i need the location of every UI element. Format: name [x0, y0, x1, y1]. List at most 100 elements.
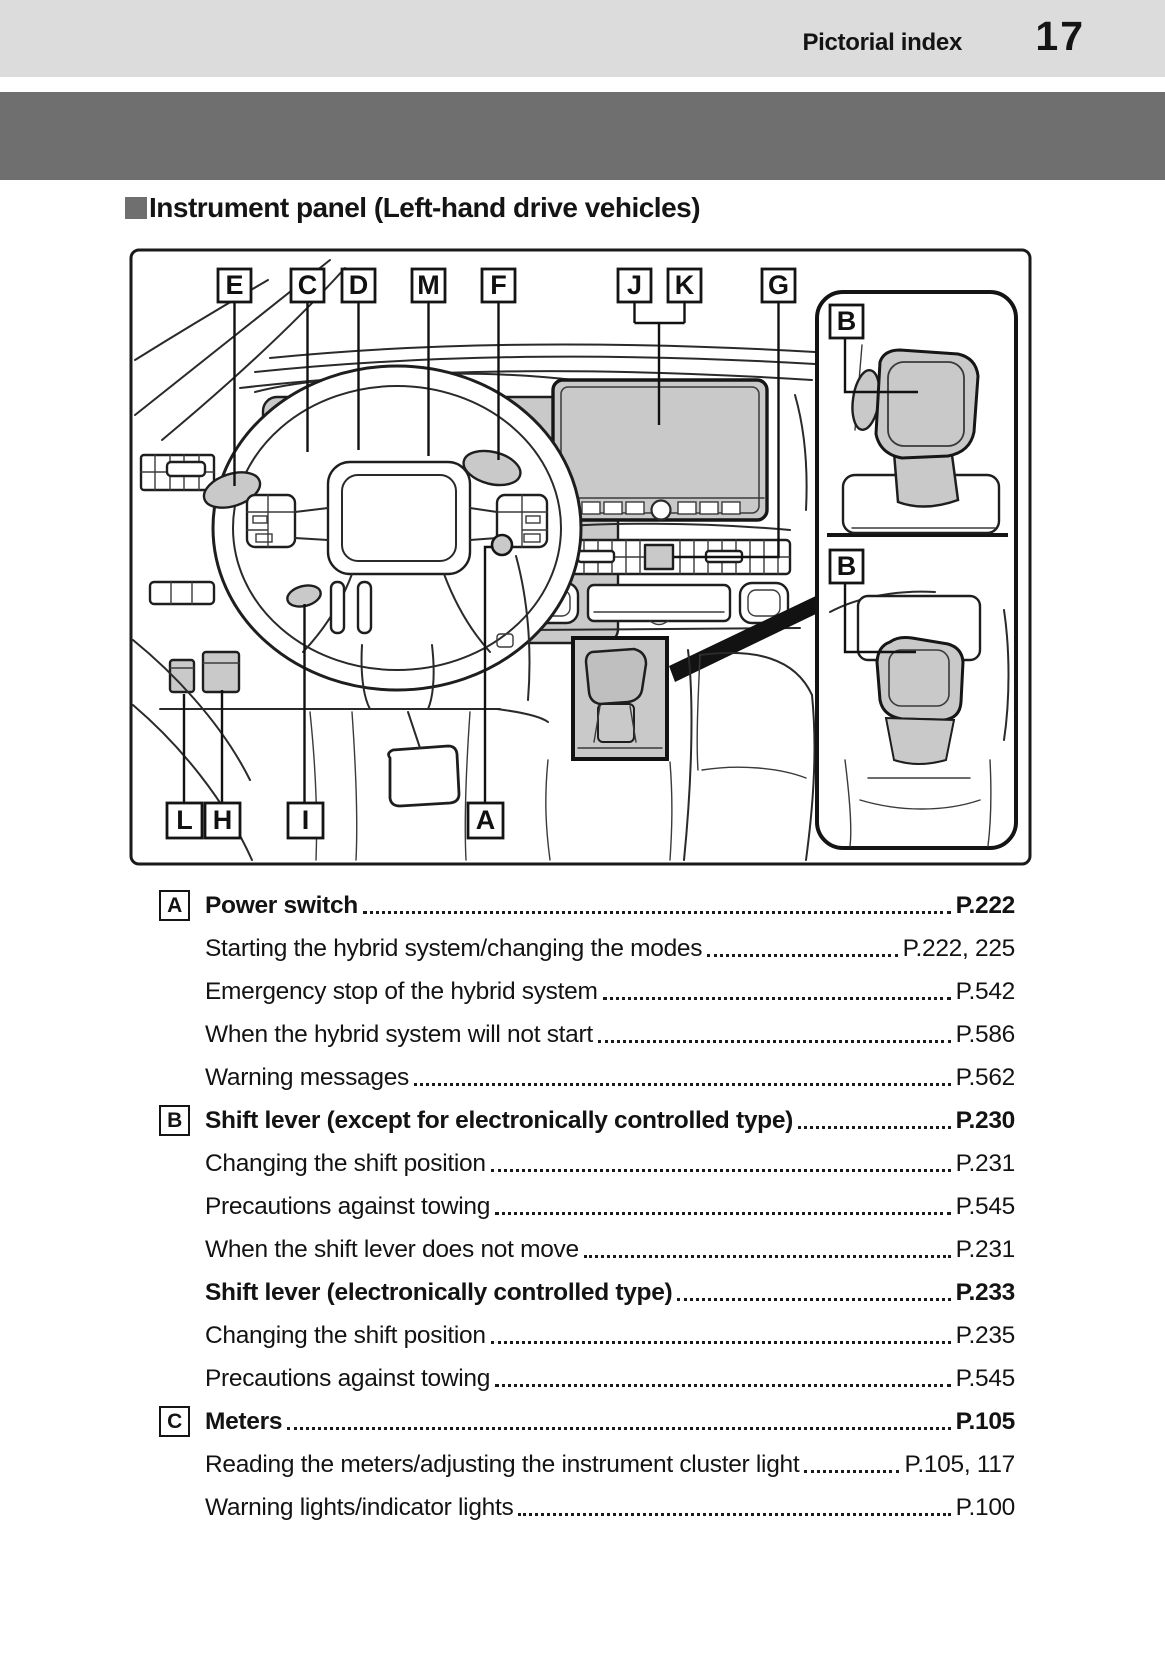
- section-heading: Instrument panel (Left-hand drive vehicl…: [125, 192, 701, 224]
- dot-leader: [287, 1427, 951, 1430]
- dot-leader: [707, 954, 898, 957]
- dot-leader: [518, 1513, 951, 1516]
- index-entry-label: Changing the shift position: [205, 1321, 486, 1349]
- callout-label-K: K: [666, 267, 703, 304]
- dot-leader: [602, 997, 951, 1000]
- svg-text:I: I: [302, 805, 310, 835]
- page-reference: P.105, 117: [904, 1450, 1015, 1478]
- index-row: Shift lever (electronically controlled t…: [159, 1271, 1015, 1314]
- svg-text:A: A: [476, 805, 496, 835]
- dot-leader: [804, 1470, 900, 1473]
- callout-label-E: E: [216, 267, 253, 304]
- svg-text:G: G: [768, 270, 789, 300]
- page-reference: P.231: [955, 1235, 1016, 1263]
- index-letter-box: A: [159, 890, 190, 921]
- index-row: C Meters P.105: [159, 1400, 1015, 1443]
- svg-text:J: J: [627, 270, 642, 300]
- svg-text:C: C: [298, 270, 318, 300]
- page-reference: P.222, 225: [902, 934, 1016, 962]
- index-entry-label: Shift lever (electronically controlled t…: [205, 1278, 673, 1306]
- dot-leader: [495, 1384, 951, 1387]
- page-reference: P.545: [955, 1364, 1016, 1392]
- index-entry-label: Precautions against towing: [205, 1192, 491, 1220]
- magnifier-beam: [669, 594, 820, 682]
- callout-label-B-upper: B: [828, 303, 865, 340]
- page-number: 17: [1035, 13, 1085, 59]
- callout-label-J: J: [616, 267, 653, 304]
- page-reference: P.230: [955, 1106, 1016, 1134]
- index-entry-label: Precautions against towing: [205, 1364, 491, 1392]
- chapter-tab-band: [0, 92, 1165, 180]
- dot-leader: [414, 1083, 951, 1086]
- square-bullet-icon: [125, 197, 147, 219]
- index-row: Changing the shift position P.231: [159, 1142, 1015, 1185]
- index-row: Reading the meters/adjusting the instrum…: [159, 1443, 1015, 1486]
- dashboard-line-art: [132, 259, 820, 861]
- index-row: Emergency stop of the hybrid system P.54…: [159, 970, 1015, 1013]
- index-entry-label: When the hybrid system will not start: [205, 1020, 593, 1048]
- svg-text:B: B: [837, 551, 857, 581]
- index-entry-label: Reading the meters/adjusting the instrum…: [205, 1450, 800, 1478]
- svg-text:K: K: [675, 270, 695, 300]
- callout-label-F: F: [480, 267, 517, 304]
- page-reference: P.235: [955, 1321, 1016, 1349]
- index-row: Warning messages P.562: [159, 1056, 1015, 1099]
- index-entry-label: Changing the shift position: [205, 1149, 486, 1177]
- index-row: Precautions against towing P.545: [159, 1185, 1015, 1228]
- index-row: Precautions against towing P.545: [159, 1357, 1015, 1400]
- index-entry-label: Power switch: [205, 891, 358, 919]
- svg-text:M: M: [417, 270, 440, 300]
- shift-lever-art-lower: [829, 590, 1010, 847]
- index-row: Changing the shift position P.235: [159, 1314, 1015, 1357]
- index-entry-label: Warning messages: [205, 1063, 409, 1091]
- callout-label-D: D: [340, 267, 377, 304]
- dot-leader: [583, 1255, 951, 1258]
- dot-leader: [495, 1212, 951, 1215]
- callout-labels: E C D M F J K G B B L H I A: [165, 267, 865, 840]
- section-title: Instrument panel (Left-hand drive vehicl…: [149, 192, 701, 223]
- dot-leader: [362, 911, 951, 914]
- svg-text:B: B: [837, 306, 857, 336]
- index-row: A Power switch P.222: [159, 884, 1015, 927]
- page-header-bar: Pictorial index 17: [0, 0, 1165, 77]
- callout-label-G: G: [760, 267, 797, 304]
- callout-label-M: M: [410, 267, 447, 304]
- page-reference: P.231: [955, 1149, 1016, 1177]
- index-row: When the shift lever does not move P.231: [159, 1228, 1015, 1271]
- svg-text:F: F: [490, 270, 507, 300]
- svg-text:E: E: [225, 270, 243, 300]
- index-row: When the hybrid system will not start P.…: [159, 1013, 1015, 1056]
- shift-lever-inset-panel: [815, 290, 1018, 850]
- callout-label-H: H: [203, 801, 242, 840]
- dot-leader: [490, 1169, 951, 1172]
- instrument-panel-diagram: E C D M F J K G B B L H I A: [129, 248, 1032, 866]
- page-reference: P.105: [955, 1407, 1016, 1435]
- index-row: B Shift lever (except for electronically…: [159, 1099, 1015, 1142]
- callout-label-A: A: [466, 801, 505, 840]
- index-row: Warning lights/indicator lights P.100: [159, 1486, 1015, 1529]
- callout-label-B-lower: B: [828, 548, 865, 585]
- svg-text:L: L: [176, 805, 193, 835]
- page-reference: P.545: [955, 1192, 1016, 1220]
- page-header-title: Pictorial index: [802, 29, 962, 56]
- callout-label-I: I: [286, 801, 325, 840]
- page-reference: P.100: [955, 1493, 1016, 1521]
- index-entry-label: Warning lights/indicator lights: [205, 1493, 514, 1521]
- svg-text:D: D: [349, 270, 369, 300]
- page-reference: P.586: [955, 1020, 1016, 1048]
- index-letter-box: B: [159, 1105, 190, 1136]
- page-reference: P.233: [955, 1278, 1016, 1306]
- page-reference: P.542: [955, 977, 1016, 1005]
- dot-leader: [798, 1126, 951, 1129]
- shift-lever-art-upper: [841, 344, 1001, 535]
- callout-label-L: L: [165, 801, 204, 840]
- callout-label-C: C: [289, 267, 326, 304]
- dot-leader: [490, 1341, 951, 1344]
- index-row: Starting the hybrid system/changing the …: [159, 927, 1015, 970]
- page-reference: P.222: [955, 891, 1016, 919]
- index-entry-label: When the shift lever does not move: [205, 1235, 579, 1263]
- callout-leader-lines: [182, 302, 918, 803]
- dot-leader: [597, 1040, 951, 1043]
- index-entry-label: Starting the hybrid system/changing the …: [205, 934, 703, 962]
